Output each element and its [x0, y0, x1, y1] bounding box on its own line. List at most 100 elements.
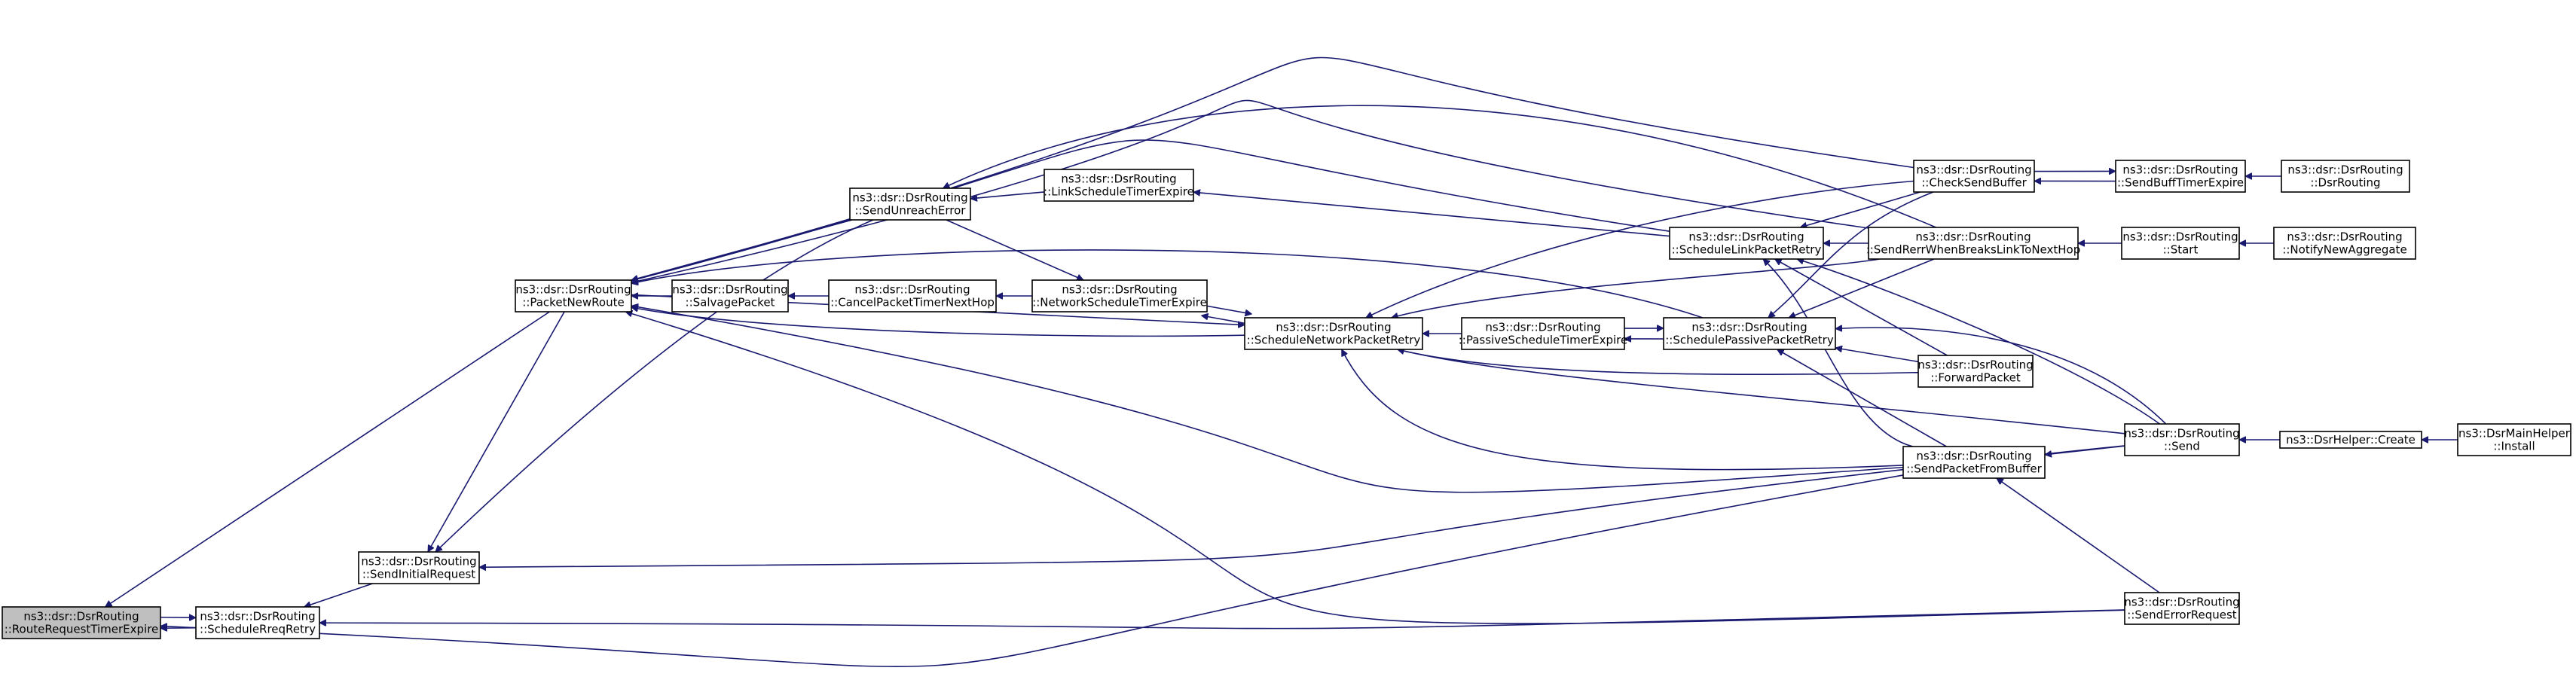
- node-link-schedule-timer-expire[interactable]: ns3::dsr::DsrRouting::LinkScheduleTimerE…: [1044, 169, 1194, 202]
- node-label-line: ::SendPacketFromBuffer: [1906, 462, 2042, 476]
- edge-Send-to-ScheduleLinkPacketRetry: [1797, 259, 2160, 425]
- node-label-line: ::ScheduleNetworkPacketRetry: [1247, 334, 1421, 347]
- node-packet-new-route[interactable]: ns3::dsr::DsrRouting::PacketNewRoute: [515, 279, 632, 312]
- node-dsr-routing-ctor[interactable]: ns3::dsr::DsrRouting::DsrRouting: [2281, 160, 2410, 193]
- node-label-line: ns3::DsrHelper::Create: [2286, 433, 2416, 447]
- node-label-line: ns3::dsr::DsrRouting: [852, 191, 967, 205]
- node-label-line: ::DsrRouting: [2310, 176, 2380, 190]
- node-label-line: ::CancelPacketTimerNextHop: [830, 296, 995, 309]
- node-label-line: ns3::dsr::DsrRouting: [2124, 596, 2239, 609]
- node-label-line: ns3::dsr::DsrRouting: [200, 610, 315, 623]
- edge-LinkScheduleTimerExpire-to-SendUnreachError: [970, 191, 1045, 199]
- node-label-line: ns3::dsr::DsrRouting: [2122, 230, 2238, 244]
- edge-SendErrorRequest-to-ScheduleRreqRetry: [319, 609, 2125, 630]
- edge-CheckSendBuffer-to-SchedulePassivePacketRetry: [1768, 191, 1934, 318]
- node-label-line: ns3::dsr::DsrRouting: [2287, 163, 2403, 177]
- node-label-line: ns3::dsr::DsrRouting: [515, 283, 631, 297]
- edge-SchedulePassivePacketRetry-to-PacketNewRoute: [631, 249, 1704, 319]
- edge-SendPacketFromBuffer-to-SchedulePassivePacketRetry: [1777, 349, 1947, 447]
- node-label-line: ns3::dsr::DsrRouting: [1915, 230, 2031, 244]
- node-label-line: ::LinkScheduleTimerExpire: [1044, 185, 1194, 199]
- node-send-packet-from-buffer[interactable]: ns3::dsr::DsrRouting::SendPacketFromBuff…: [1902, 446, 2046, 479]
- edge-Send-to-SendInitialRequest: [479, 445, 2125, 567]
- edge-SendRerrWhenBreaksLinkToNextHop-to-SchedulePassivePacketRetry: [1789, 258, 1935, 318]
- edge-ForwardPacket-to-ScheduleLinkPacketRetry: [1775, 258, 1948, 356]
- edge-Send-to-ScheduleNetworkPacketRetry: [1398, 349, 2125, 434]
- node-route-request-timer-expire: ns3::dsr::DsrRouting::RouteRequestTimerE…: [2, 606, 161, 639]
- node-label-line: ns3::dsr::DsrRouting: [2287, 230, 2402, 244]
- node-label-line: ::ForwardPacket: [1930, 371, 2021, 385]
- node-dsr-helper-create[interactable]: ns3::DsrHelper::Create: [2279, 431, 2422, 449]
- node-label-line: ns3::dsr::DsrRouting: [1916, 163, 2031, 177]
- edge-CheckSendBuffer-to-ScheduleNetworkPacketRetry: [1366, 180, 1914, 319]
- node-label-line: ns3::dsr::DsrRouting: [1688, 230, 1804, 244]
- node-label-line: ns3::dsr::DsrRouting: [1916, 450, 2031, 463]
- edge-SendErrorRequest-to-SendPacketFromBuffer: [1997, 477, 2160, 593]
- edge-Send-to-SendPacketFromBuffer: [2045, 445, 2125, 455]
- node-start[interactable]: ns3::dsr::DsrRouting::Start: [2121, 227, 2240, 260]
- node-passive-schedule-timer-expire[interactable]: ns3::dsr::DsrRouting::PassiveScheduleTim…: [1459, 317, 1628, 350]
- node-send-rerr-when-breaks-link-to-next-hop[interactable]: ns3::dsr::DsrRouting::SendRerrWhenBreaks…: [1866, 227, 2081, 260]
- node-label-line: ::Install: [2493, 440, 2535, 453]
- node-schedule-link-packet-retry[interactable]: ns3::dsr::DsrRouting::ScheduleLinkPacket…: [1669, 227, 1824, 260]
- node-schedule-rreq-retry[interactable]: ns3::dsr::DsrRouting::ScheduleRreqRetry: [195, 606, 320, 639]
- node-schedule-network-packet-retry[interactable]: ns3::dsr::DsrRouting::ScheduleNetworkPac…: [1244, 317, 1423, 350]
- node-label-line: ns3::dsr::DsrRouting: [1276, 321, 1391, 334]
- node-send[interactable]: ns3::dsr::DsrRouting::Send: [2124, 423, 2240, 456]
- node-label-line: ::PassiveScheduleTimerExpire: [1459, 334, 1628, 347]
- node-label-line: ::SchedulePassivePacketRetry: [1665, 334, 1834, 347]
- edge-ScheduleLinkPacketRetry-to-LinkScheduleTimerExpire: [1193, 192, 1670, 237]
- node-notify-new-aggregate[interactable]: ns3::dsr::DsrRouting::NotifyNewAggregate: [2273, 227, 2416, 260]
- node-label-line: ns3::dsr::DsrRouting: [361, 555, 476, 569]
- node-label-line: ::SalvagePacket: [686, 296, 775, 309]
- nodes-layer: ns3::dsr::DsrRouting::RouteRequestTimerE…: [2, 160, 2571, 639]
- node-label-line: ::CheckSendBuffer: [1921, 176, 2027, 190]
- edges-layer: [105, 56, 2458, 668]
- edge-SendPacketFromBuffer-to-ScheduleNetworkPacketRetry: [1340, 349, 1904, 471]
- edge-PacketNewRoute-to-RouteRequestTimerExpire: [105, 311, 550, 608]
- node-schedule-passive-packet-retry[interactable]: ns3::dsr::DsrRouting::SchedulePassivePac…: [1663, 317, 1836, 350]
- edge-ScheduleNetworkPacketRetry-to-NetworkScheduleTimerExpire: [1201, 316, 1245, 325]
- edge-SendRerrWhenBreaksLinkToNextHop-to-ScheduleNetworkPacketRetry: [1392, 258, 1880, 318]
- node-label-line: ns3::dsr::DsrRouting: [2122, 163, 2238, 177]
- node-label-line: ns3::dsr::DsrRouting: [1485, 321, 1600, 334]
- node-label-line: ns3::dsr::DsrRouting: [1061, 172, 1176, 186]
- node-label-line: ns3::dsr::DsrRouting: [1691, 321, 1807, 334]
- edge-NetworkScheduleTimerExpire-to-ScheduleNetworkPacketRetry: [1206, 305, 1252, 314]
- node-label-line: ::Start: [2163, 243, 2199, 257]
- edge-SendPacketFromBuffer-to-PacketNewRoute: [631, 306, 1904, 493]
- node-send-initial-request[interactable]: ns3::dsr::DsrRouting::SendInitialRequest: [358, 551, 480, 584]
- node-label-line: ::SendUnreachError: [855, 204, 967, 218]
- node-forward-packet[interactable]: ns3::dsr::DsrRouting::ForwardPacket: [1917, 355, 2034, 388]
- node-salvage-packet[interactable]: ns3::dsr::DsrRouting::SalvagePacket: [671, 279, 789, 312]
- node-label-line: ns3::dsr::DsrRouting: [23, 610, 139, 623]
- node-label-line: ::RouteRequestTimerExpire: [5, 623, 159, 636]
- node-network-schedule-timer-expire[interactable]: ns3::dsr::DsrRouting::NetworkScheduleTim…: [1031, 279, 1208, 312]
- edge-SendUnreachError-to-SendInitialRequest: [435, 219, 874, 552]
- edge-SendRerrWhenBreaksLinkToNextHop-to-SendUnreachError: [943, 105, 1936, 228]
- edge-Send-to-SchedulePassivePacketRetry: [1835, 328, 2167, 425]
- node-label-line: ns3::dsr::DsrRouting: [1917, 358, 2033, 372]
- node-label-line: ns3::dsr::DsrRouting: [1062, 283, 1177, 297]
- node-label-line: ::PacketNewRoute: [522, 296, 624, 309]
- edge-SendInitialRequest-to-ScheduleRreqRetry: [304, 583, 373, 607]
- node-check-send-buffer[interactable]: ns3::dsr::DsrRouting::CheckSendBuffer: [1913, 160, 2035, 193]
- node-label-line: ::SendErrorRequest: [2127, 608, 2236, 622]
- edge-SendPacketFromBuffer-to-ScheduleLinkPacketRetry: [1763, 259, 1914, 447]
- edge-CheckSendBuffer-to-PacketNewRoute: [631, 56, 1914, 280]
- node-label-line: ::SendRerrWhenBreaksLinkToNextHop: [1866, 243, 2081, 257]
- node-label-line: ns3::DsrMainHelper: [2458, 427, 2571, 441]
- node-label-line: ::ScheduleLinkPacketRetry: [1672, 243, 1822, 257]
- node-dsr-main-helper-install[interactable]: ns3::DsrMainHelper::Install: [2457, 423, 2571, 456]
- node-label-line: ::ScheduleRreqRetry: [200, 623, 316, 636]
- node-label-line: ns3::dsr::DsrRouting: [672, 283, 787, 297]
- edge-ForwardPacket-to-SchedulePassivePacketRetry: [1835, 348, 1919, 363]
- node-send-error-request[interactable]: ns3::dsr::DsrRouting::SendErrorRequest: [2124, 592, 2240, 625]
- edge-CheckSendBuffer-to-ScheduleLinkPacketRetry: [1800, 191, 1921, 227]
- edge-SendRerrWhenBreaksLinkToNextHop-to-PacketNewRoute: [631, 99, 1869, 282]
- node-cancel-packet-timer-next-hop[interactable]: ns3::dsr::DsrRouting::CancelPacketTimerN…: [828, 279, 997, 312]
- edge-PacketNewRoute-to-SendInitialRequest: [427, 311, 565, 552]
- node-send-buff-timer-expire[interactable]: ns3::dsr::DsrRouting::SendBuffTimerExpir…: [2115, 160, 2246, 193]
- node-send-unreach-error[interactable]: ns3::dsr::DsrRouting::SendUnreachError: [849, 187, 971, 221]
